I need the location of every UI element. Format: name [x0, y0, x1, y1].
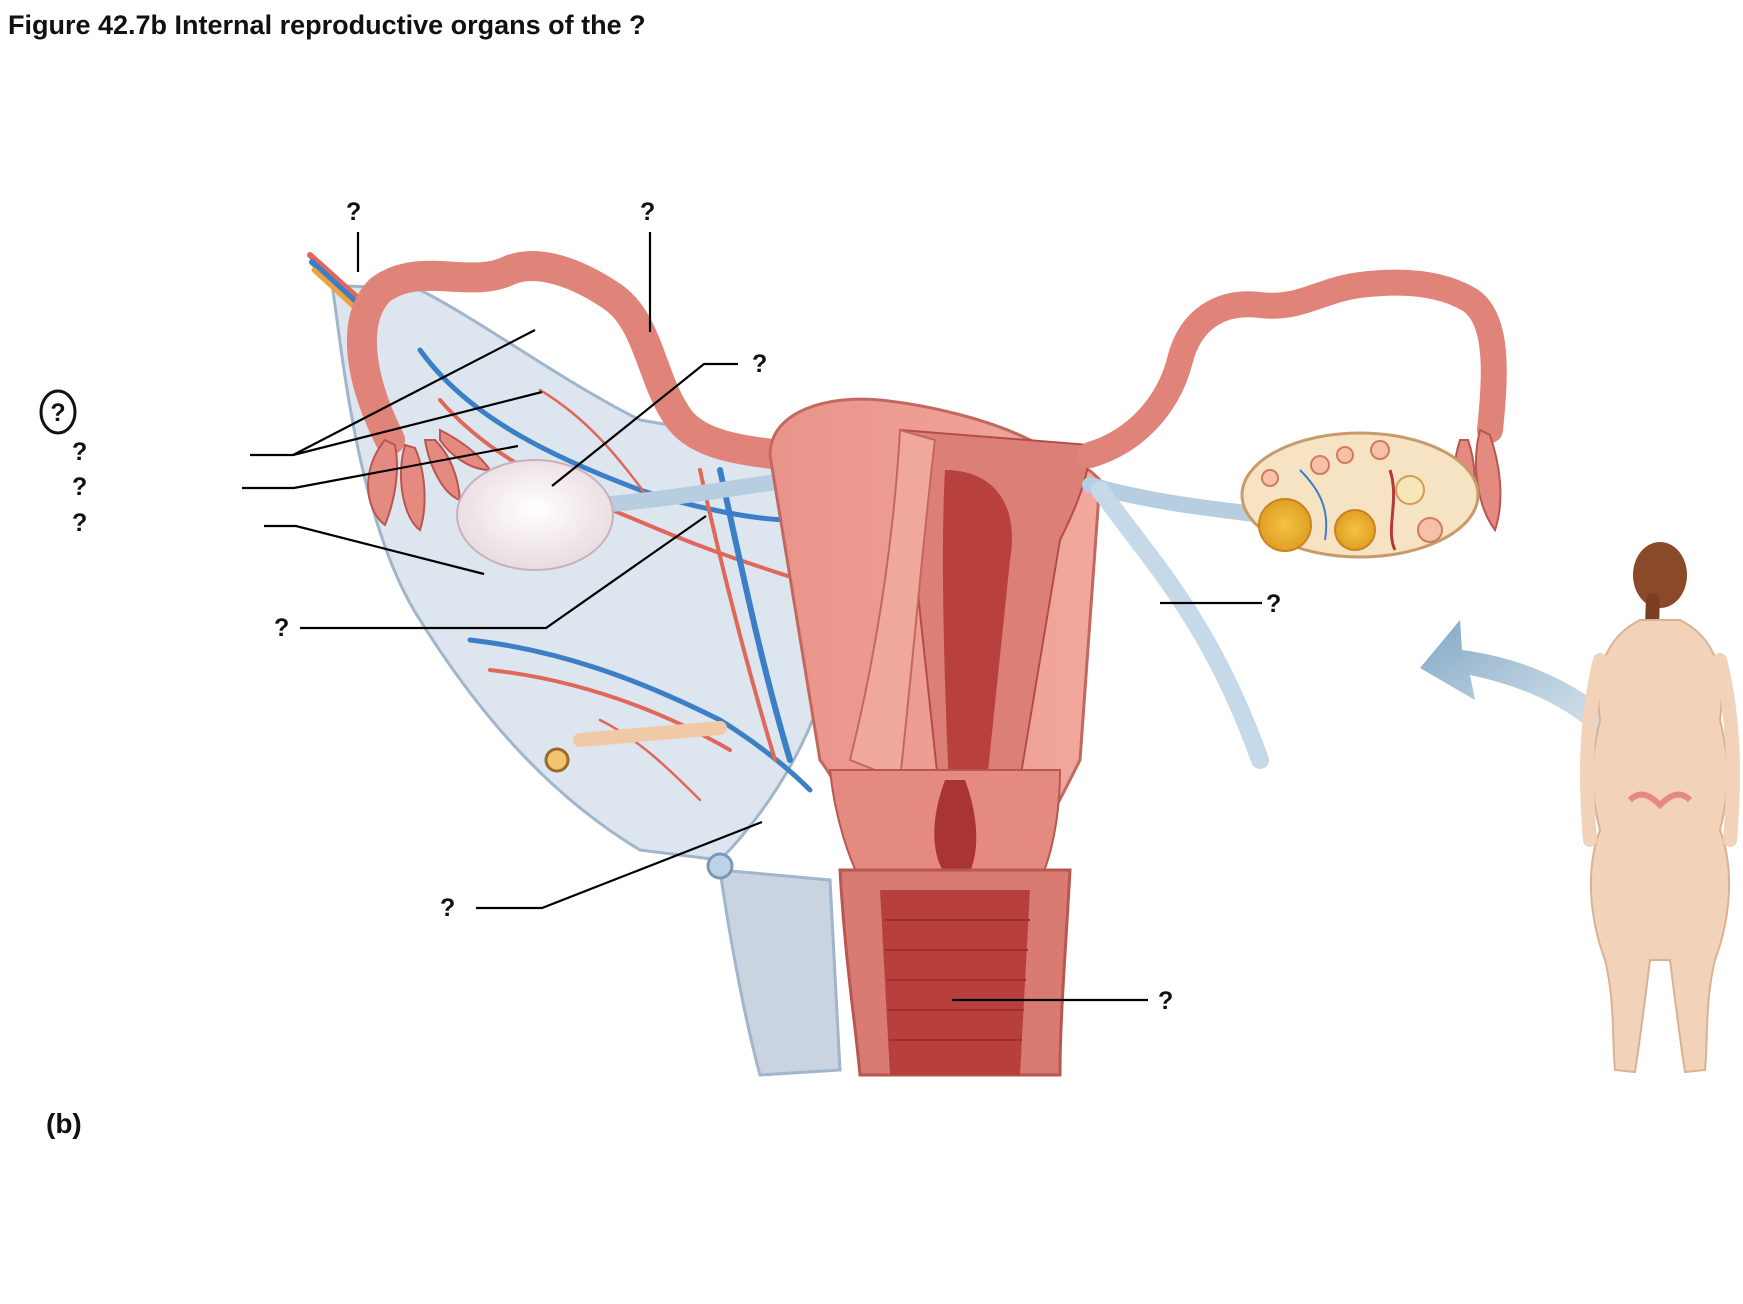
round-ligament-right [1091, 481, 1269, 769]
ovarian-follicles [1258, 440, 1443, 552]
figure-title: Figure 42.7b Internal reproductive organ… [8, 10, 646, 40]
vessel-section-2 [706, 852, 734, 880]
round-ligament [573, 721, 727, 747]
label-top-middle: ? [640, 198, 655, 226]
ovary-left [456, 459, 614, 571]
cervical-canal [934, 780, 977, 880]
orientation-arrow [1420, 620, 1665, 790]
body-silhouette [1580, 542, 1740, 1074]
label-left-group-3: ? [72, 509, 87, 537]
label-middle-left: ? [274, 614, 289, 642]
endometrium [942, 470, 1012, 810]
label-left-group-2: ? [72, 473, 87, 501]
leader-lines [242, 232, 1262, 1002]
label-right-ligament: ? [1266, 590, 1281, 618]
uterine-tube-left [346, 251, 795, 470]
label-bottom-right: ? [1158, 987, 1173, 1015]
uterine-tube-right [1077, 269, 1507, 468]
broad-ligament [330, 283, 822, 862]
vaginal-lumen [880, 890, 1030, 1075]
label-top-left: ? [346, 198, 361, 226]
label-left-group-1: ? [72, 438, 87, 466]
lower-ligament [718, 868, 842, 1077]
vessel-section-1 [544, 747, 570, 773]
label-lower-left: ? [440, 894, 455, 922]
vaginal-rugae [885, 919, 1030, 1041]
ovarian-ligament-left [592, 472, 798, 513]
panel-letter: (b) [46, 1108, 82, 1139]
question-circle-icon[interactable]: ? [39, 389, 77, 435]
svg-text:?: ? [50, 399, 65, 427]
label-upper-center: ? [752, 350, 767, 378]
